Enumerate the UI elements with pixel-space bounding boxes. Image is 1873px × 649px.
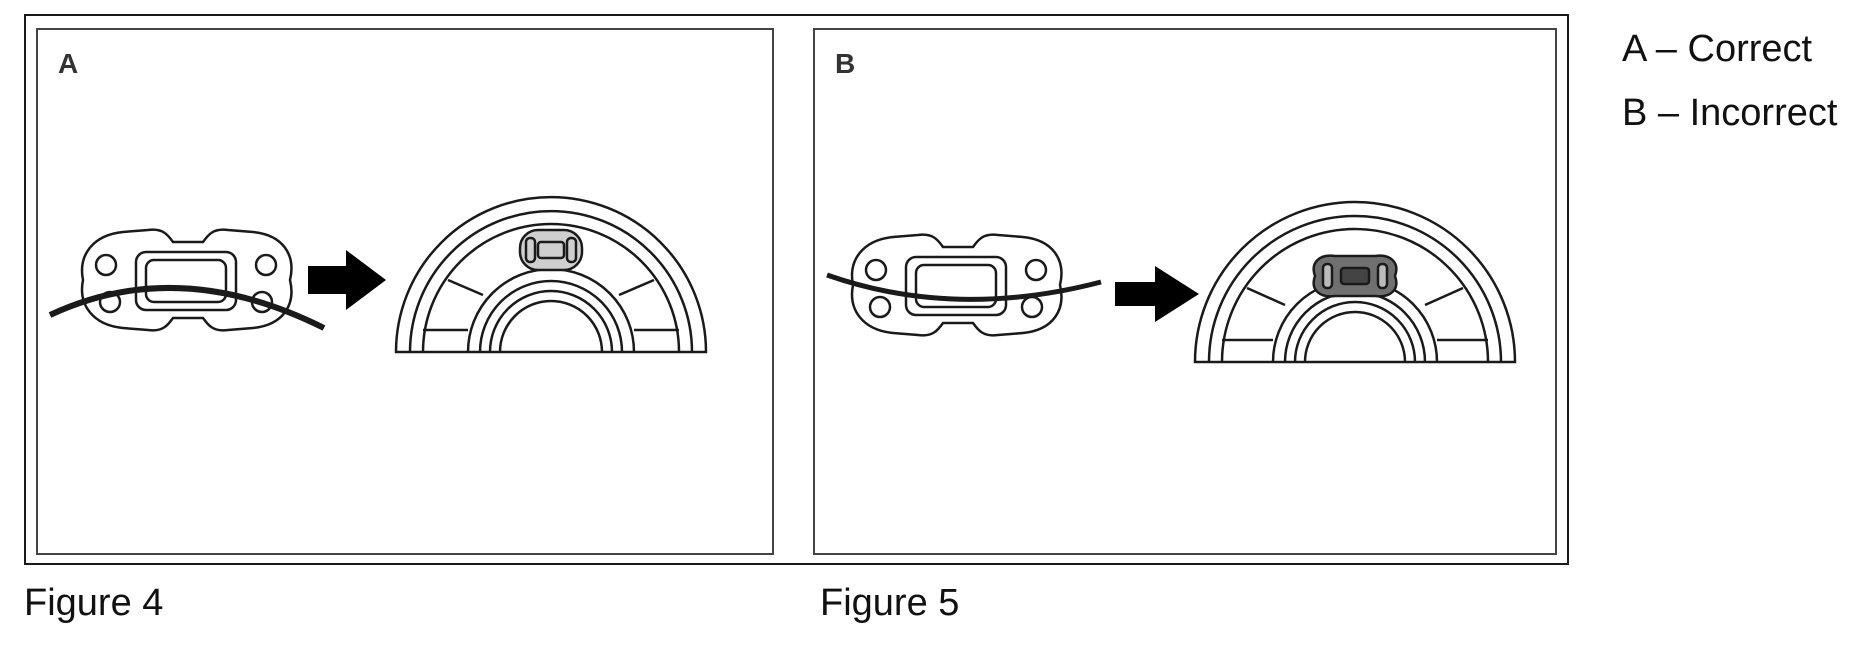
panel-b-letter: B	[835, 48, 856, 79]
wire-line	[48, 284, 326, 331]
clip-icon	[850, 233, 1063, 337]
panel-a-letter: A	[58, 48, 79, 79]
panel-b: B	[813, 28, 1557, 555]
panel-a: A	[36, 28, 774, 555]
legend-correct: A – Correct	[1622, 28, 1813, 70]
figure-frame	[24, 14, 1569, 565]
seal-icon	[1193, 200, 1517, 364]
panel-a-illustration	[48, 195, 708, 354]
arrow-right-icon	[1115, 266, 1199, 322]
panel-b-illustration	[826, 200, 1517, 364]
caption-figure-5: Figure 5	[820, 582, 960, 624]
clip-icon	[80, 228, 293, 332]
seal-icon	[394, 195, 708, 354]
caption-figure-4: Figure 4	[24, 582, 164, 624]
legend-incorrect: B – Incorrect	[1622, 92, 1838, 134]
arrow-right-icon	[308, 250, 386, 310]
wire-line	[826, 272, 1102, 302]
